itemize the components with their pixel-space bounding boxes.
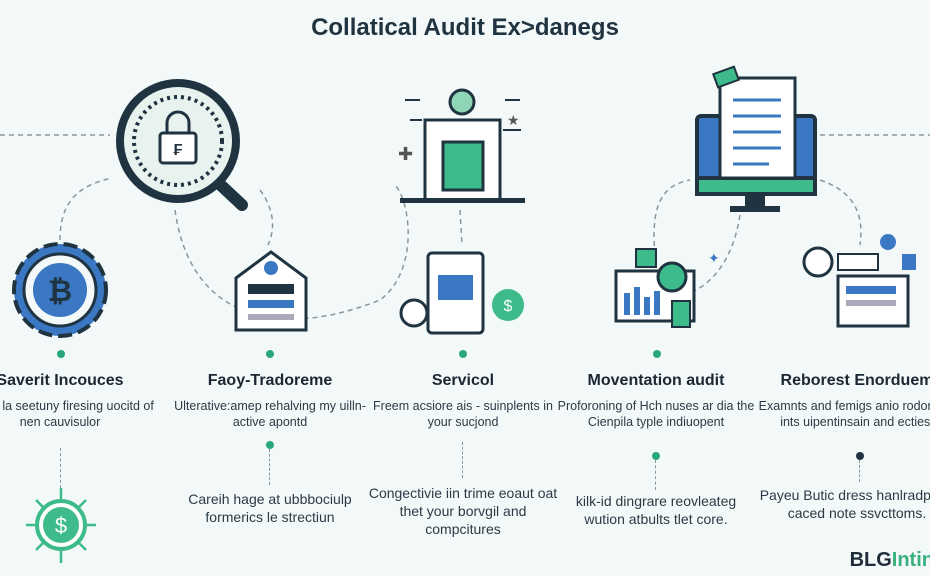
step-2-detail: Careih hage at ubbbociulp formerics le s… <box>188 491 352 525</box>
monitor-report-icon <box>695 65 817 212</box>
step-5-heading: Reborest Enorduem <box>780 372 930 389</box>
step-3-desc: Freem acsiore ais - suinplents in your s… <box>373 399 553 429</box>
step-1-desc: Mik in la seetuny firesing uocitd of nen… <box>0 399 154 429</box>
svg-text:$: $ <box>504 298 513 315</box>
step-3-dot <box>459 350 467 358</box>
svg-text:✚: ✚ <box>398 144 413 164</box>
step-4-dot-lower <box>652 452 660 460</box>
step-2: Faoy-Tradoreme Ulterative:amep rehalving… <box>170 372 370 430</box>
step-1: Saverit Incouces Mik in la seetuny fires… <box>0 372 160 430</box>
step-1-heading: Saverit Incouces <box>0 372 124 389</box>
svg-text:$: $ <box>55 513 67 538</box>
step-2-dot <box>266 350 274 358</box>
bitcoin-gear-icon: ₿ <box>12 242 108 338</box>
step-1-connector <box>60 448 61 488</box>
step-3-connector <box>462 442 463 478</box>
step-2-desc: Ulterative:amep rehalving my uilln-activ… <box>174 399 366 429</box>
step-4-heading: Moventation audit <box>587 372 725 389</box>
audit-dashboard-icon: ✦ <box>614 248 720 328</box>
step-1-dot <box>57 350 65 358</box>
step-4: Moventation audit Proforoning of Hch nus… <box>556 372 756 430</box>
brand-logo-part-2: Intin <box>891 549 930 571</box>
audit-machine-icon: ✚★ <box>398 88 525 203</box>
step-3-heading: Servicol <box>431 372 495 389</box>
step-4-desc: Proforoning of Hch nuses ar dia the Cien… <box>557 399 755 429</box>
step-2-heading: Faoy-Tradoreme <box>207 372 333 389</box>
step-5-detail: Payeu Butic dress hanlradpoug caced note… <box>759 487 930 521</box>
step-3-detail: Congectivie iin trime eoaut oat thet you… <box>368 485 558 537</box>
step-5-desc: Examnts and femigs anio rodonorel ints u… <box>758 399 930 429</box>
svg-text:✦: ✦ <box>708 250 720 266</box>
report-widget-icon <box>802 234 916 328</box>
step-2-dot-lower <box>266 441 274 449</box>
step-4-detail: kilk-id dingrare reovleateg wution atbul… <box>575 493 737 527</box>
page-title: Collatical Audit Ex>danegs <box>311 14 619 41</box>
step-2-connector <box>269 449 270 485</box>
exchange-house-icon <box>234 250 308 332</box>
svg-text:★: ★ <box>507 112 520 128</box>
step-3: Servicol Freem acsiore ais - suinplents … <box>363 372 563 430</box>
brand-logo-part-1: BLG <box>849 549 892 571</box>
dollar-coin-icon: $ <box>26 488 96 563</box>
step-4-dot <box>653 350 661 358</box>
step-5-dot-lower <box>856 452 864 460</box>
svg-text:₣: ₣ <box>174 142 183 159</box>
svg-text:₿: ₿ <box>48 275 72 308</box>
magnifier-lock-icon: ₣ <box>116 79 248 211</box>
step-5-connector <box>859 460 860 482</box>
service-device-icon: $ <box>399 251 524 335</box>
step-4-connector <box>655 460 656 490</box>
brand-logo: BLGIntin <box>850 549 930 572</box>
step-5: Reborest Enorduem Examnts and femigs ani… <box>757 372 930 430</box>
